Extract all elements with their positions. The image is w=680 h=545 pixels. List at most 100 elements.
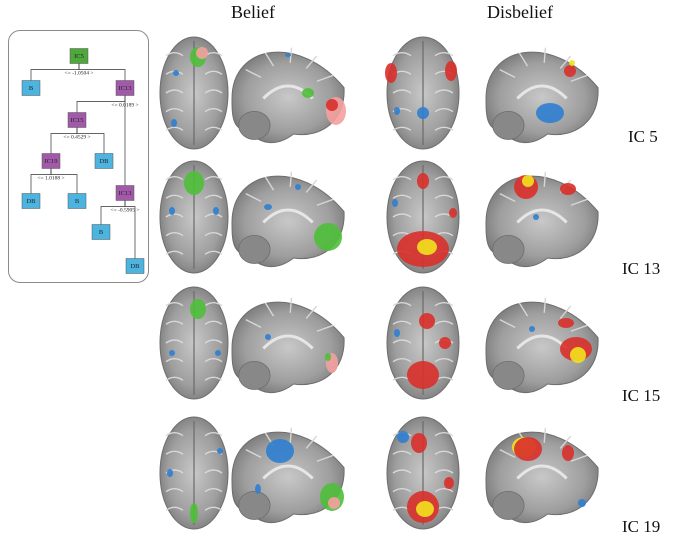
activation-blob — [302, 88, 314, 98]
brain-image-grid — [159, 36, 599, 530]
sulcus — [165, 213, 184, 218]
corpus-callosum — [516, 208, 568, 224]
sulcus — [392, 213, 412, 218]
activation-blob — [325, 353, 331, 361]
sulcus — [165, 320, 184, 325]
cerebellum — [238, 360, 271, 390]
sulcus — [165, 51, 184, 57]
row-label-ic15: IC 15 — [622, 386, 661, 405]
activation-blob — [417, 239, 437, 255]
sulcus — [204, 431, 223, 437]
tree-node-label: IC13 — [119, 85, 132, 92]
tree-node-box — [21, 193, 41, 209]
corpus-callosum — [516, 84, 568, 100]
tree-node-box — [67, 112, 87, 128]
tree-node-label: IC13 — [119, 190, 132, 197]
corpus-callosum — [262, 208, 314, 224]
activation-blob — [397, 431, 409, 443]
tree-edge — [50, 127, 78, 154]
activation-blob — [392, 199, 398, 207]
activation-blob — [411, 433, 427, 453]
activation-blob — [285, 53, 291, 57]
activation-blob — [394, 329, 400, 337]
gyrus — [316, 324, 334, 332]
sulcus — [204, 231, 223, 237]
sulcus — [165, 301, 184, 307]
brain-row — [159, 160, 599, 274]
cerebellum — [238, 234, 271, 264]
sulcus — [204, 301, 223, 307]
gyrus — [570, 74, 588, 82]
gyrus — [316, 454, 334, 462]
activation-blob — [265, 334, 271, 340]
sulcus — [434, 431, 454, 437]
gyrus — [543, 171, 547, 187]
activation-blob — [444, 477, 454, 489]
gyrus — [543, 297, 547, 313]
activation-blob — [449, 208, 457, 218]
gyrus — [499, 318, 516, 329]
gyrus — [264, 302, 275, 317]
gyrus — [305, 179, 318, 193]
activation-blob — [184, 171, 204, 195]
activation-blob — [169, 350, 175, 356]
gyrus — [305, 55, 318, 69]
tree-node-box — [67, 193, 87, 209]
sulcus — [204, 357, 223, 363]
sulcus — [204, 126, 223, 131]
activation-blob — [564, 65, 576, 77]
activation-blob — [167, 469, 173, 477]
tree-node-box — [69, 48, 89, 64]
sulcus — [165, 357, 184, 363]
tree-edge — [124, 200, 136, 259]
decision-tree-panel: <= -1.0504 ><= 0.0189 ><= 0.4529 ><= 1.0… — [8, 30, 149, 283]
sulcus — [204, 89, 223, 94]
gyrus — [245, 318, 262, 329]
sulcus — [434, 469, 454, 474]
cerebellum — [492, 490, 525, 520]
sulcus — [392, 89, 412, 94]
activation-blob — [314, 223, 342, 251]
sulcus — [204, 175, 223, 181]
sulcus — [434, 89, 454, 94]
sulcus — [204, 107, 223, 113]
tree-node-label: IC19 — [45, 158, 58, 165]
gyrus — [543, 47, 547, 63]
sulcus — [434, 126, 454, 131]
activation-blob — [326, 99, 338, 111]
sulcus — [392, 357, 412, 363]
sulcus — [392, 194, 412, 199]
activation-blob — [570, 347, 586, 363]
activation-blob — [217, 448, 223, 454]
activation-blob — [295, 184, 301, 190]
gyrus — [305, 305, 318, 319]
gyrus — [245, 68, 262, 79]
sulcus — [392, 301, 412, 307]
activation-blob — [196, 47, 208, 59]
tree-edge — [50, 168, 78, 194]
brain-row — [159, 286, 599, 400]
tree-node-label: IC15 — [71, 117, 84, 124]
activation-blob — [266, 439, 294, 463]
sulcus — [392, 126, 412, 131]
gyrus — [316, 74, 334, 82]
tree-edge-label: <= -0.5905 > — [110, 208, 139, 214]
activation-blob — [407, 361, 439, 389]
sulcus — [165, 194, 184, 199]
activation-blob — [569, 60, 575, 66]
gyrus — [499, 68, 516, 79]
gyrus — [559, 435, 572, 449]
tree-node-box — [115, 185, 135, 201]
activation-blob — [190, 299, 206, 319]
gyrus — [570, 454, 588, 462]
sulcus — [165, 231, 184, 237]
sulcus — [434, 175, 454, 181]
sulcus — [434, 450, 454, 455]
activation-blob — [529, 326, 535, 332]
sulcus — [434, 357, 454, 363]
sulcus — [165, 487, 184, 493]
sulcus — [392, 450, 412, 455]
row-label-ic13: IC 13 — [622, 259, 661, 278]
gyrus — [518, 302, 529, 317]
row-label-ic5: IC 5 — [628, 127, 658, 146]
